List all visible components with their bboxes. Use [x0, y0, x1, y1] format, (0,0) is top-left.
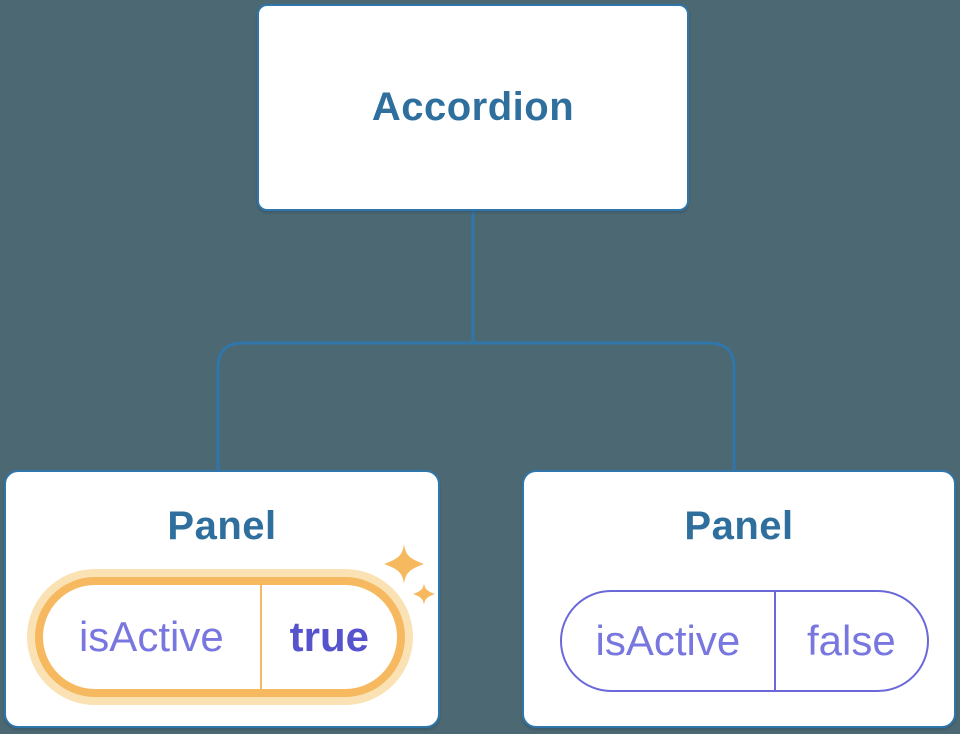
accordion-node: Accordion [257, 4, 689, 211]
sparkle-large [384, 544, 424, 584]
panel-node-active: Panel isActive true [4, 470, 440, 728]
panel-node-label: Panel [684, 504, 794, 548]
prop-value: false [806, 617, 896, 664]
prop-name: isActive [78, 613, 224, 660]
isactive-pill-active: isActive true [35, 577, 405, 697]
panel-node-inactive: Panel isActive false [522, 470, 956, 728]
pill-divider [259, 585, 262, 689]
branch-line [216, 341, 736, 470]
prop-name: isActive [595, 617, 741, 664]
sparkle-small [413, 583, 435, 605]
accordion-node-label: Accordion [371, 85, 575, 129]
panel-node-label: Panel [167, 504, 277, 548]
sparkle-icon [384, 544, 435, 605]
isactive-pill-inactive: isActive false [560, 590, 929, 692]
prop-value: true [289, 613, 369, 660]
pill-divider [773, 592, 776, 690]
